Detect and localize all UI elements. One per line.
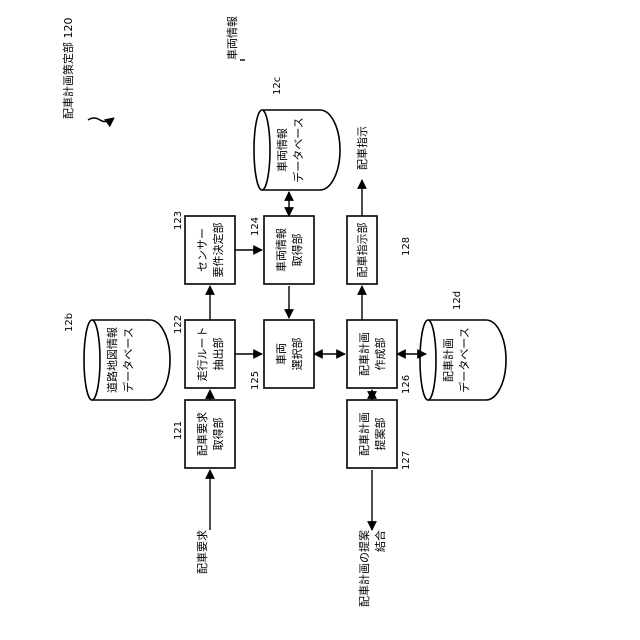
node-126-ref: 126 (401, 375, 412, 394)
diagram-title: 配車計画策定部 120 (61, 18, 75, 120)
node-125-ref: 125 (250, 371, 261, 390)
database-12d: 配車計画 データベース 12d (420, 291, 506, 400)
node-127: 配車計画 提案部 127 (347, 400, 412, 470)
database-12b-line1: 道路地図情報 (105, 327, 119, 393)
label-output-instruction: 配車指示 (355, 126, 369, 170)
node-121-ref: 121 (173, 421, 184, 440)
node-127-line1: 配車計画 (357, 412, 371, 456)
node-125: 車両 選択部 125 (250, 320, 314, 390)
database-12c-ref: 12c (272, 77, 283, 95)
node-126-line2: 作成部 (373, 338, 387, 371)
node-121-box (185, 400, 235, 468)
database-12d-ref: 12d (452, 291, 463, 310)
node-123-box (185, 216, 235, 284)
node-122: 走行ルート 抽出部 122 (173, 315, 235, 388)
node-122-ref: 122 (173, 315, 184, 334)
node-122-line1: 走行ルート (196, 327, 209, 382)
database-12b-top (84, 320, 100, 400)
node-126: 配車計画 作成部 126 (347, 320, 412, 394)
node-125-box (264, 320, 314, 388)
database-12d-line1: 配車計画 (441, 338, 455, 382)
database-12b-line2: データベース (121, 327, 135, 392)
database-12c: 車両情報 データベース 12c (254, 77, 340, 190)
node-125-line1: 車両 (274, 343, 288, 365)
database-12d-line2: データベース (457, 327, 471, 392)
node-122-line2: 抽出部 (211, 338, 225, 371)
node-124-ref: 124 (250, 217, 261, 236)
node-121-line2: 取得部 (211, 418, 225, 451)
node-123-ref: 123 (173, 211, 184, 230)
label-input-request: 配車要求 (195, 530, 209, 574)
node-127-line2: 提案部 (373, 418, 387, 451)
node-128-line1: 配車指示部 (355, 223, 369, 278)
node-123: センサー 要件決定部 123 (173, 211, 235, 284)
label-output-proposal-1: 配車計画の提案 (357, 530, 371, 607)
node-124-line1: 車両情報 (274, 228, 288, 272)
node-126-box (347, 320, 397, 388)
database-12c-line1: 車両情報 (275, 128, 289, 172)
database-12c-line2: データベース (291, 117, 305, 182)
node-123-line1: センサー (196, 228, 209, 272)
node-126-line1: 配車計画 (357, 332, 371, 376)
node-128-ref: 128 (401, 237, 412, 256)
database-12d-top (420, 320, 436, 400)
node-123-line2: 要件決定部 (211, 223, 225, 278)
node-122-box (185, 320, 235, 388)
node-125-line2: 選択部 (290, 338, 304, 371)
database-12c-top (254, 110, 270, 190)
database-12b: 道路地図情報 データベース 12b (64, 313, 170, 400)
label-input-vehicle-info: 車両情報 (225, 16, 239, 60)
node-124-box (264, 216, 314, 284)
node-124-line2: 取得部 (290, 234, 304, 267)
node-121: 配車要求 取得部 121 (173, 400, 235, 468)
node-127-ref: 127 (401, 451, 412, 470)
node-121-line1: 配車要求 (195, 412, 209, 456)
label-output-proposal-2: 結合 (373, 530, 387, 552)
title-squiggle (88, 118, 114, 122)
node-128: 配車指示部 128 (347, 216, 412, 284)
database-12b-ref: 12b (64, 313, 75, 332)
node-127-box (347, 400, 397, 468)
